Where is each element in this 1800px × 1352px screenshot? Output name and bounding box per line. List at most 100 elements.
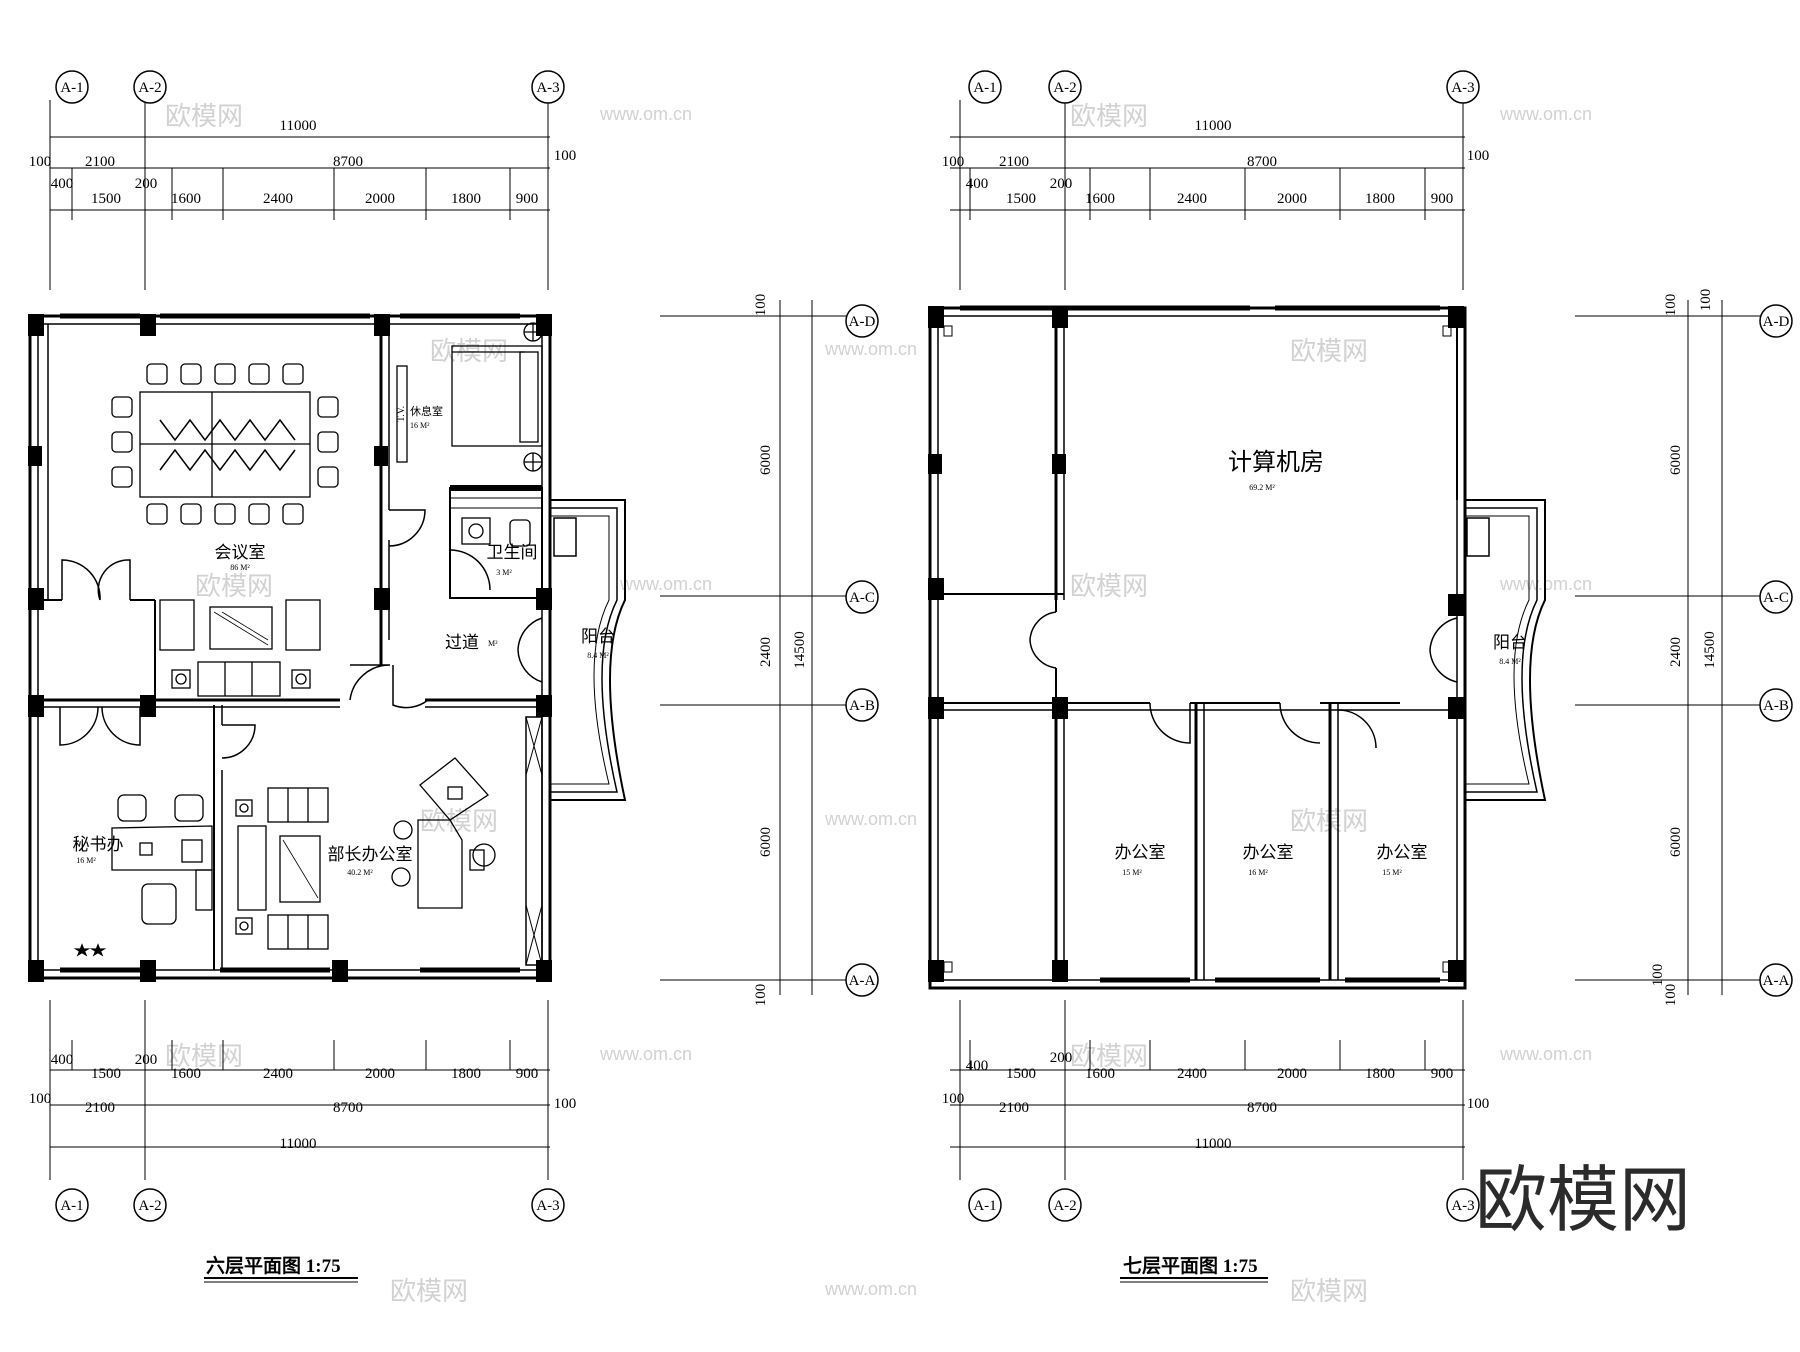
room-name: 秘书办: [73, 835, 124, 855]
axis-bubble: A-3: [1446, 70, 1480, 104]
axis-bubble: A-1: [55, 1188, 89, 1222]
dim-overall: 11000: [280, 118, 317, 134]
dim: 2000: [365, 1066, 395, 1082]
dim-overall: 14500: [792, 631, 808, 669]
svg-text:A-A: A-A: [1763, 973, 1790, 989]
dim: 2400: [1177, 191, 1207, 207]
room-area: 40.2 M²: [347, 868, 373, 877]
axis-bubble: A-2: [133, 1188, 167, 1222]
axis-bubble: A-1: [968, 70, 1002, 104]
dim: 100: [753, 984, 769, 1007]
watermark-layer: 欧模网 www.om.cn 欧模网 www.om.cn 欧模网 www.om.c…: [165, 102, 1592, 1307]
dim: 8700: [333, 1100, 363, 1116]
axis-bubble: A-A: [1759, 963, 1793, 997]
room-name: 办公室: [1115, 843, 1166, 863]
watermark-brand: 欧模网: [420, 807, 498, 837]
dim: 2100: [85, 1100, 115, 1116]
plan-1-furniture: [73, 322, 543, 957]
dim: 8700: [1247, 154, 1277, 170]
dim: 1800: [1365, 191, 1395, 207]
watermark-brand: 欧模网: [165, 102, 243, 132]
room-name: 办公室: [1243, 843, 1294, 863]
dim: 100: [1663, 984, 1679, 1007]
dim-overall: 14500: [1702, 631, 1718, 669]
plan-1-walls: [28, 313, 627, 980]
svg-text:A-1: A-1: [60, 80, 83, 96]
room-name: 办公室: [1377, 843, 1428, 863]
watermark-brand: 欧模网: [1070, 102, 1148, 132]
svg-text:A-2: A-2: [138, 80, 161, 96]
watermark-brand: 欧模网: [1070, 572, 1148, 602]
room-area: M²: [488, 639, 498, 648]
room-name: 过道: [445, 633, 479, 653]
plan-titles: 六层平面图 1:75 七层平面图 1:75: [204, 1254, 1268, 1283]
dim: 100: [554, 148, 577, 164]
room-area: 15 M²: [1122, 868, 1142, 877]
plan-1-title: 六层平面图 1:75: [206, 1254, 341, 1277]
dim: 100: [1467, 1096, 1490, 1112]
dim: 900: [1431, 1066, 1454, 1082]
dim: 1500: [91, 1066, 121, 1082]
svg-text:A-3: A-3: [536, 1198, 559, 1214]
dim: 1800: [451, 191, 481, 207]
watermark-url: www.om.cn: [1499, 1044, 1592, 1064]
svg-text:A-1: A-1: [973, 1198, 996, 1214]
axis-bubble: A-2: [1048, 1188, 1082, 1222]
plan-2-room-labels: 计算机房 69.2 M² 阳台 8.4 M² 办公室 15 M² 办公室 16 …: [1115, 448, 1528, 877]
watermark-url: www.om.cn: [824, 1279, 917, 1299]
axis-bubble: A-B: [845, 688, 879, 722]
dim: 2100: [999, 1100, 1029, 1116]
dim: 400: [966, 1058, 989, 1074]
axis-bubble: A-2: [133, 70, 167, 104]
watermark-brand: 欧模网: [1290, 1277, 1368, 1307]
axis-bubble: A-3: [1446, 1188, 1480, 1222]
dim: 100: [1467, 148, 1490, 164]
watermark-brand: 欧模网: [165, 1042, 243, 1072]
axis-bubble: A-1: [55, 70, 89, 104]
dim: 900: [516, 1066, 539, 1082]
dim: 1600: [171, 191, 201, 207]
axis-bubble: A-3: [531, 1188, 565, 1222]
svg-text:A-C: A-C: [1763, 590, 1789, 606]
dim: 2400: [263, 191, 293, 207]
dim: 2100: [999, 154, 1029, 170]
dim: 2400: [1668, 637, 1684, 667]
dim: 6000: [1668, 445, 1684, 475]
svg-text:A-A: A-A: [849, 973, 876, 989]
svg-text:A-D: A-D: [849, 314, 876, 330]
dim: 100: [1663, 294, 1679, 317]
watermark-url: www.om.cn: [619, 574, 712, 594]
dim: 100: [29, 1091, 52, 1107]
dim: 1600: [1085, 1066, 1115, 1082]
svg-text:A-2: A-2: [1053, 1198, 1076, 1214]
dim: 900: [1431, 191, 1454, 207]
dim: 100: [753, 294, 769, 317]
svg-text:A-3: A-3: [1451, 1198, 1474, 1214]
dim: 1800: [1365, 1066, 1395, 1082]
dim: 2400: [758, 637, 774, 667]
svg-text:A-B: A-B: [1763, 698, 1789, 714]
dim: 1500: [1006, 1066, 1036, 1082]
dim: 400: [51, 1052, 74, 1068]
axis-bubble: A-A: [845, 963, 879, 997]
axis-bubble: A-B: [1759, 688, 1793, 722]
dimension-lines: [49, 100, 1775, 1180]
plan-2-dimension-text: 11000 100 2100 8700 100 400 1500 200 160…: [942, 118, 1718, 1152]
watermark-url: www.om.cn: [599, 104, 692, 124]
dim: 200: [1050, 176, 1073, 192]
dim: 200: [1050, 1050, 1073, 1066]
svg-text:A-D: A-D: [1763, 314, 1790, 330]
dim: 900: [516, 191, 539, 207]
dim: 6000: [758, 445, 774, 475]
dim: 6000: [758, 827, 774, 857]
plan-1-dimension-text: 11000 100 2100 8700 100 400 1500 200 160…: [29, 118, 808, 1152]
svg-text:A-1: A-1: [973, 80, 996, 96]
svg-text:A-3: A-3: [536, 80, 559, 96]
dim: 2000: [1277, 1066, 1307, 1082]
room-area: 86 M²: [230, 563, 250, 572]
plan-2-title: 七层平面图 1:75: [1123, 1255, 1258, 1277]
room-area: 3 M²: [496, 568, 512, 577]
axis-bubble: A-D: [1759, 304, 1793, 338]
dim: 100: [554, 1096, 577, 1112]
room-name: 卫生间: [487, 543, 538, 563]
